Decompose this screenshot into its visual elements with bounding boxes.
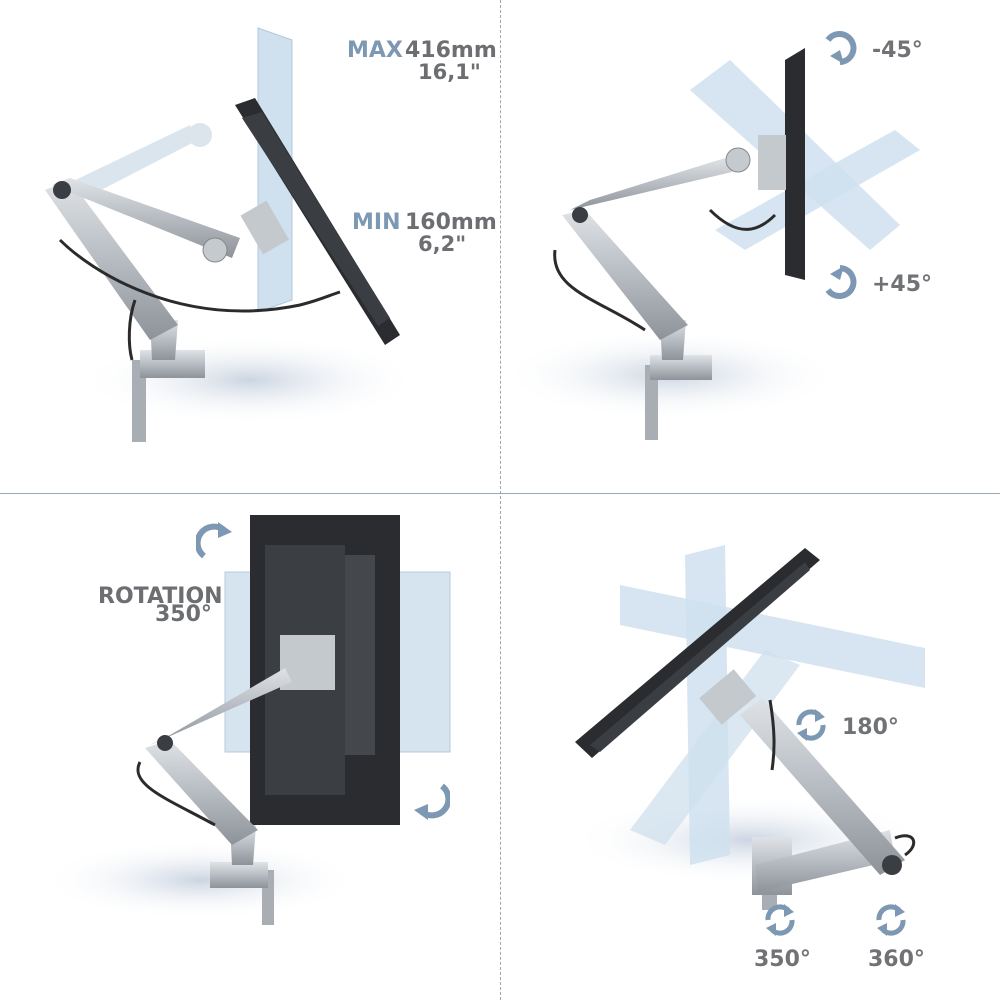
upper-arm [52, 178, 240, 258]
swivel-illustration [570, 545, 930, 910]
desk-clamp [132, 360, 146, 442]
panel-height-adjust: MAX 416mm 16,1" MIN 160mm 6,2" [0, 0, 500, 500]
upper-arm [740, 698, 905, 875]
monitor [785, 48, 805, 280]
ghost-arm [65, 125, 198, 205]
rotate-arrow-icon [196, 522, 232, 559]
joint-bolt [53, 181, 71, 199]
panel-swivel: 180° 350° 360° [500, 500, 1000, 1000]
max-prefix: MAX [347, 38, 403, 63]
panel-rotation: ROTATION 350° [0, 500, 500, 1000]
vertical-divider [500, 0, 501, 1000]
rotation-illustration [40, 515, 451, 925]
horizontal-divider [0, 493, 1000, 494]
vesa-plate [240, 200, 289, 255]
lower-arm [45, 180, 178, 340]
max-height-mm: 416mm [405, 38, 497, 63]
monitor [575, 548, 820, 758]
height-adjust-illustration [45, 27, 420, 442]
upper-arm [150, 668, 292, 745]
head-swivel-degrees: 180° [842, 715, 899, 740]
rotate-arrow-icon [825, 265, 857, 299]
swivel-arrows-icon [765, 904, 795, 936]
arm-swivel-degrees: 360° [868, 947, 925, 972]
ghost-joint [188, 123, 212, 147]
max-height-inch: 16,1" [418, 60, 481, 84]
vesa-plate [699, 669, 757, 725]
rotate-arrow-icon [414, 783, 450, 820]
cable [58, 238, 341, 313]
rotation-label: ROTATION [98, 584, 223, 609]
tilt-up-degrees: -45° [872, 38, 923, 63]
vesa-plate [758, 135, 786, 190]
ghost-monitor-tilt-down [715, 130, 920, 250]
rotate-arrow-icon [825, 31, 857, 65]
swivel-arrows-icon [876, 904, 906, 936]
min-height-inch: 6,2" [418, 232, 467, 256]
head-joint [202, 237, 228, 263]
swivel-arrows-icon [796, 709, 826, 741]
base-swivel-degrees: 350° [754, 947, 811, 972]
panel-tilt: -45° +45° [500, 0, 1000, 500]
min-prefix: MIN [352, 210, 401, 235]
rotation-degrees: 350° [155, 602, 212, 627]
min-height-mm: 160mm [405, 210, 497, 235]
tilt-illustration [500, 48, 920, 440]
upper-arm [570, 158, 732, 210]
tilt-down-degrees: +45° [872, 272, 933, 297]
